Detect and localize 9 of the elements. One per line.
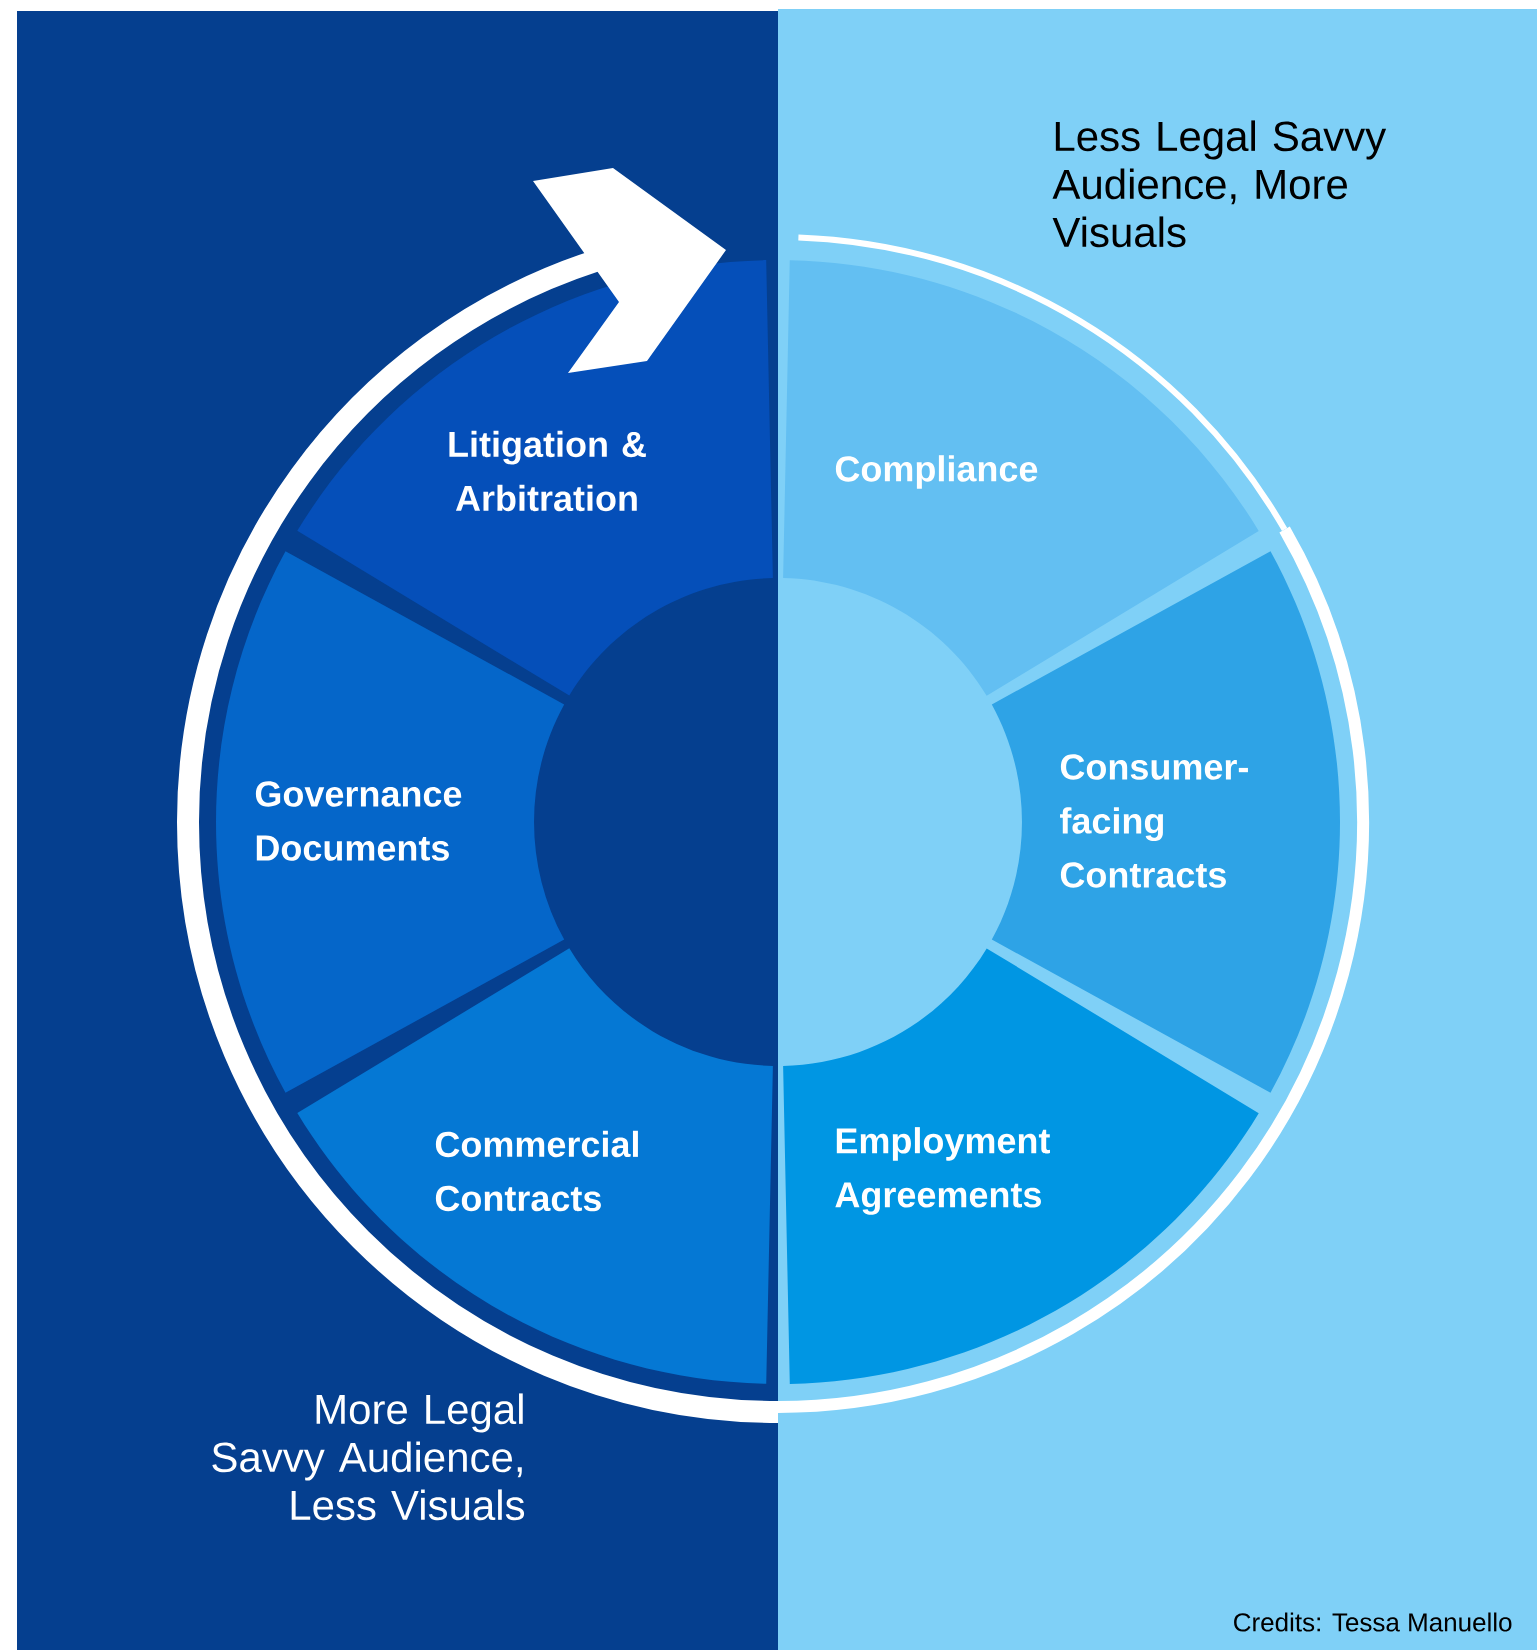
donut-segment: Litigation & Arbitration	[297, 260, 773, 696]
donut-segment: Governance Documents	[216, 551, 565, 1093]
credit-text: Credits: Tessa Manuello	[1234, 1612, 1512, 1632]
donut-segment: Consumer-facing Contracts	[991, 551, 1340, 1093]
audience-note: Less Legal Savvy Audience, More Visuals	[1052, 120, 1387, 248]
audience-note: More Legal Savvy Audience, Less Visuals	[212, 1393, 525, 1521]
donut-segment: Compliance	[783, 260, 1259, 696]
donut-segment: Commercial Contracts	[297, 948, 773, 1384]
donut-segment: Employment Agreements	[783, 948, 1259, 1384]
